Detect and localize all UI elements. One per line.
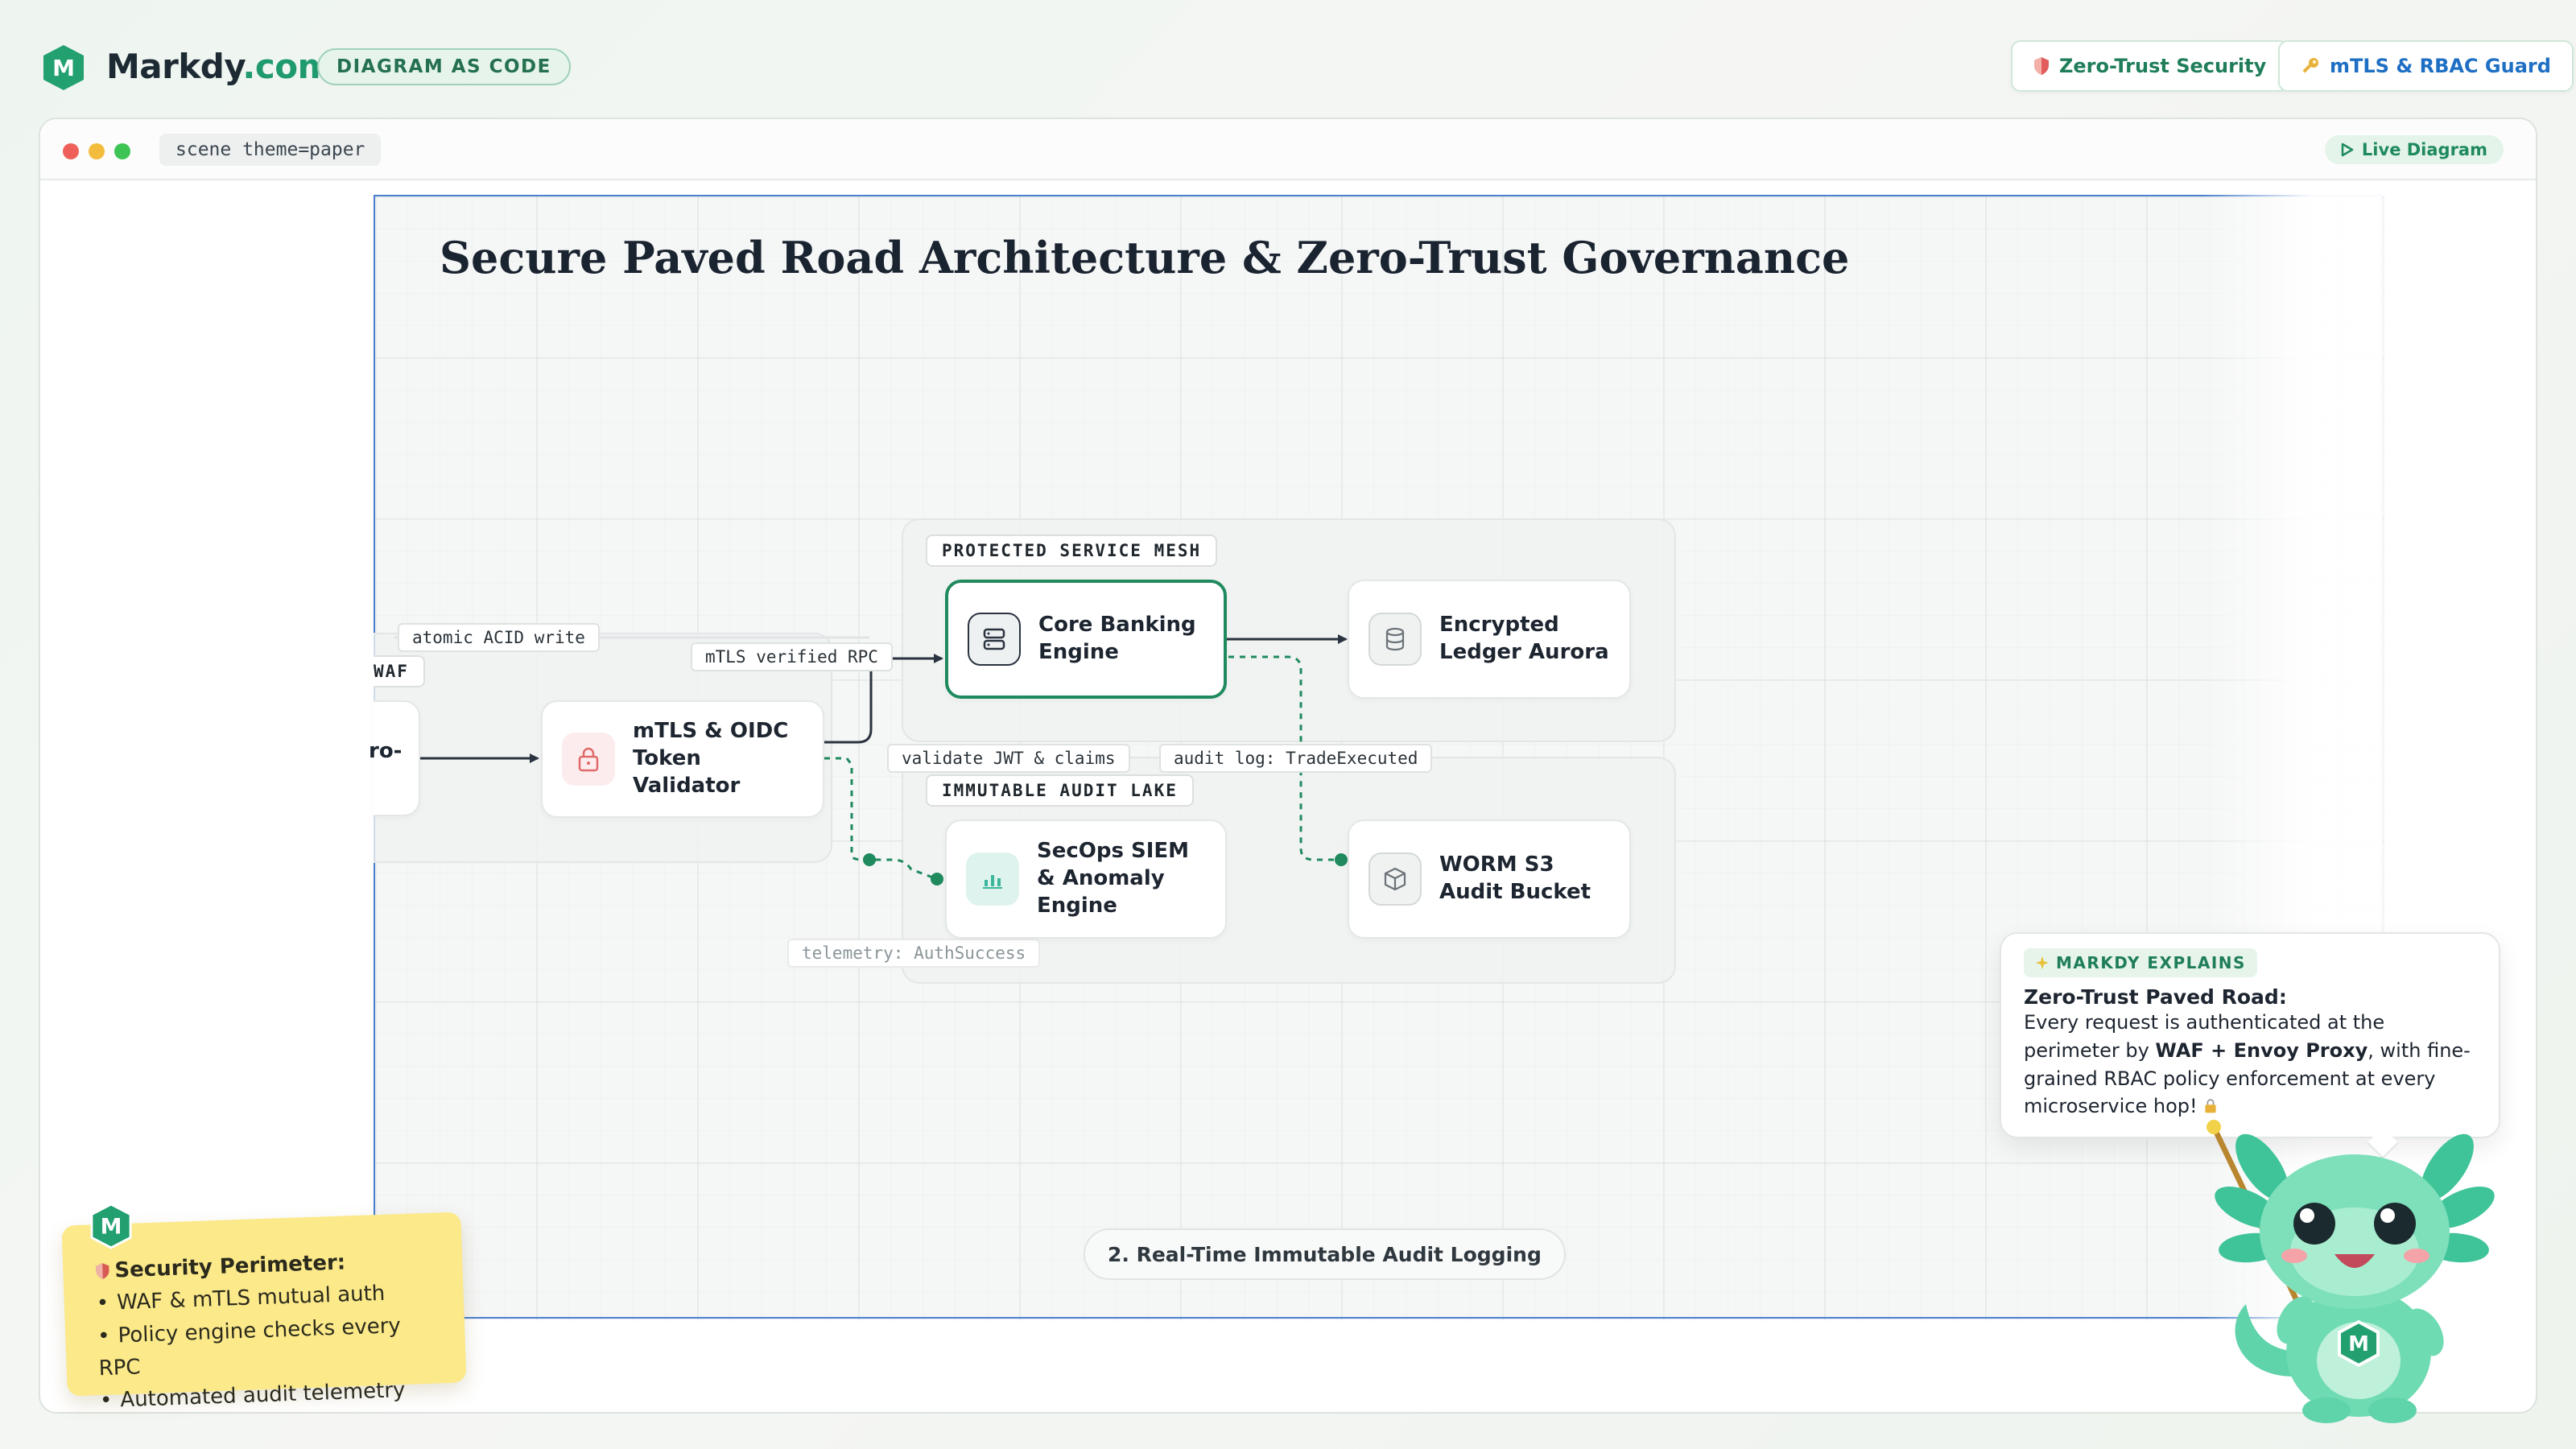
node-partial-label: ro-: [369, 739, 402, 764]
mtls-rbac-guard-button[interactable]: mTLS & RBAC Guard: [2278, 40, 2574, 92]
live-diagram-button[interactable]: Live Diagram: [2324, 135, 2504, 164]
diagram-as-code-badge: DIAGRAM AS CODE: [317, 48, 571, 85]
edge-label-audit-log[interactable]: audit log: TradeExecuted: [1159, 744, 1433, 773]
edge-label-validate-jwt[interactable]: validate JWT & claims: [887, 744, 1130, 773]
markdy-explains-label: MARKDY EXPLAINS: [2056, 953, 2246, 972]
sticky-title-text: Security Perimeter:: [114, 1250, 346, 1283]
node-validator-label: mTLS & OIDC Token Validator: [633, 719, 789, 798]
lock-icon: [2205, 1099, 2216, 1113]
window-minimize-button[interactable]: [89, 143, 105, 159]
database-icon: [1368, 613, 1422, 666]
node-partial-proxy[interactable]: ro-: [369, 700, 420, 816]
group-label-immutable-audit-lake: IMMUTABLE AUDIT LAKE: [926, 774, 1194, 807]
key-icon: [2302, 58, 2318, 73]
axolotl-mascot-icon[interactable]: M: [2206, 1111, 2504, 1433]
node-mtls-oidc-validator[interactable]: mTLS & OIDC Token Validator: [541, 700, 824, 818]
sticky-title: Security Perimeter:: [95, 1244, 431, 1288]
brand-name-text: Markdy: [106, 47, 243, 86]
bar-chart-icon: [966, 852, 1019, 906]
play-icon: [2341, 142, 2354, 157]
explain-body-bold: WAF + Envoy Proxy: [2155, 1038, 2368, 1062]
sticky-list: WAF & mTLS mutual auth Policy engine che…: [96, 1276, 435, 1418]
lock-icon: [562, 733, 615, 786]
markdy-explains-bubble[interactable]: MARKDY EXPLAINS Zero-Trust Paved Road: E…: [2000, 932, 2500, 1138]
group-label-waf: WAF: [374, 655, 425, 687]
edge-label-atomic-acid-write[interactable]: atomic ACID write: [398, 623, 600, 652]
shield-icon: [96, 1263, 109, 1279]
node-secops-siem[interactable]: SecOps SIEM & Anomaly Engine: [945, 819, 1227, 939]
explain-body-1: Every request is authenticated at the pe…: [2024, 1011, 2385, 1062]
node-worm-s3-bucket[interactable]: WORM S3 Audit Bucket: [1348, 819, 1631, 939]
zero-trust-security-label: Zero-Trust Security: [2059, 55, 2267, 77]
diagram-title: Secure Paved Road Architecture & Zero-Tr…: [440, 232, 1850, 283]
edge-label-telemetry[interactable]: telemetry: AuthSuccess: [787, 939, 1041, 968]
node-core-label: Core Banking Engine: [1038, 613, 1196, 664]
window-titlebar: scene theme=paper Live Diagram: [40, 119, 2536, 180]
node-encrypted-ledger-aurora[interactable]: Encrypted Ledger Aurora: [1348, 580, 1631, 699]
window-close-button[interactable]: [63, 143, 79, 159]
brand-name[interactable]: Markdy.com: [106, 47, 332, 86]
explain-body: Every request is authenticated at the pe…: [2024, 1009, 2476, 1121]
window-maximize-button[interactable]: [114, 143, 130, 159]
svg-text:M: M: [2348, 1332, 2369, 1356]
sticky-item: Policy engine checks every RPC: [97, 1308, 435, 1385]
explain-title: Zero-Trust Paved Road:: [2024, 985, 2287, 1009]
zero-trust-security-button[interactable]: Zero-Trust Security: [2011, 40, 2289, 92]
sparkle-icon: [2036, 956, 2049, 969]
group-label-protected-service-mesh: PROTECTED SERVICE MESH: [926, 535, 1218, 567]
markdy-logo-icon[interactable]: M: [42, 43, 85, 92]
cube-icon: [1368, 852, 1422, 906]
markdy-badge-icon: M: [90, 1203, 132, 1249]
server-icon: [968, 613, 1021, 666]
security-perimeter-sticky-note[interactable]: Security Perimeter: WAF & mTLS mutual au…: [61, 1212, 467, 1412]
live-diagram-label: Live Diagram: [2361, 140, 2487, 159]
explain-body-2: , with fine-grained RBAC policy enforcem…: [2024, 1038, 2471, 1118]
step-indicator: 2. Real-Time Immutable Audit Logging: [1084, 1228, 1566, 1280]
shield-icon: [2034, 57, 2049, 75]
node-ledger-label: Encrypted Ledger Aurora: [1439, 613, 1609, 664]
markdy-explains-tag: MARKDY EXPLAINS: [2024, 948, 2257, 977]
edge-label-mtls-verified-rpc[interactable]: mTLS verified RPC: [691, 642, 893, 671]
svg-text:M: M: [52, 55, 75, 81]
mtls-rbac-guard-label: mTLS & RBAC Guard: [2330, 55, 2551, 77]
scene-tag: scene theme=paper: [159, 134, 382, 166]
node-worm-label: WORM S3 Audit Bucket: [1439, 852, 1591, 904]
svg-text:M: M: [101, 1215, 122, 1240]
node-core-banking-engine[interactable]: Core Banking Engine: [945, 580, 1227, 699]
node-siem-label: SecOps SIEM & Anomaly Engine: [1037, 839, 1190, 918]
